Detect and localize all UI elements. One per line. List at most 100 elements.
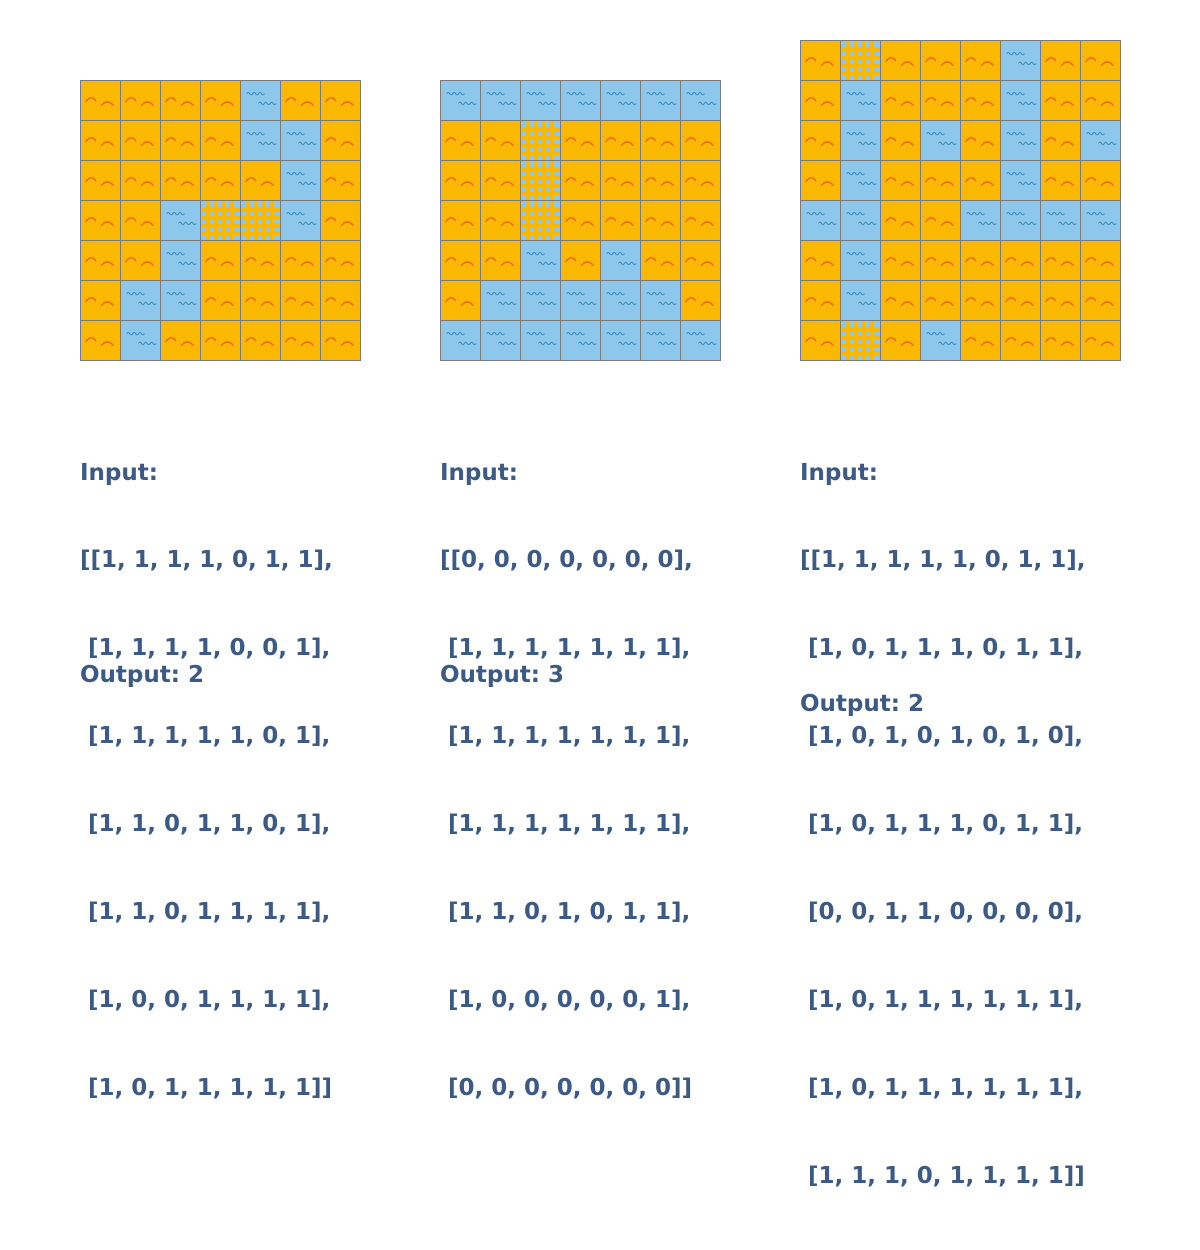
matrix-line: [1, 0, 1, 1, 1, 1, 1]] [80, 1074, 333, 1101]
water-cell [121, 281, 160, 320]
land-cell [321, 201, 360, 240]
grid-example-3 [800, 40, 1121, 361]
land-cell [81, 321, 120, 360]
water-cell [801, 201, 840, 240]
matrix-line: [1, 1, 1, 1, 1, 1, 1], [440, 635, 691, 662]
land-cell [881, 161, 920, 200]
land-cell [321, 281, 360, 320]
water-cell [921, 321, 960, 360]
land-cell [1041, 281, 1080, 320]
land-cell [961, 121, 1000, 160]
land-cell [201, 121, 240, 160]
land-cell [161, 321, 200, 360]
land-cell [1081, 41, 1120, 80]
land-cell [161, 121, 200, 160]
water-cell [841, 81, 880, 120]
land-cell [1041, 241, 1080, 280]
water-cell [841, 281, 880, 320]
water-cell [481, 321, 520, 360]
water-cell [961, 201, 1000, 240]
matrix-line: [1, 0, 0, 1, 1, 1, 1], [80, 986, 331, 1013]
land-cell [1081, 321, 1120, 360]
land-cell [481, 161, 520, 200]
land-cell [1081, 161, 1120, 200]
input-label: Input: [440, 459, 518, 486]
land-cell [201, 161, 240, 200]
input-matrix-text-example-1: Input: [[1, 1, 1, 1, 0, 1, 1], [1, 1, 1,… [80, 400, 333, 1162]
water-cell [601, 321, 640, 360]
output-text-example-2: Output: 3 [440, 662, 564, 688]
land-cell [561, 161, 600, 200]
highlighted-cell [841, 41, 880, 80]
water-cell [841, 161, 880, 200]
water-cell [1001, 41, 1040, 80]
matrix-line: [[1, 1, 1, 1, 0, 1, 1], [80, 547, 333, 574]
matrix-line: [1, 1, 1, 1, 0, 0, 1], [80, 635, 331, 662]
input-matrix-text-example-2: Input: [[0, 0, 0, 0, 0, 0, 0], [1, 1, 1,… [440, 400, 693, 1162]
land-cell [441, 241, 480, 280]
water-cell [561, 81, 600, 120]
water-cell [481, 81, 520, 120]
water-cell [561, 321, 600, 360]
land-cell [1041, 321, 1080, 360]
water-cell [681, 81, 720, 120]
land-cell [1001, 241, 1040, 280]
land-cell [121, 201, 160, 240]
land-cell [881, 81, 920, 120]
land-cell [561, 201, 600, 240]
water-cell [561, 281, 600, 320]
land-cell [1041, 121, 1080, 160]
matrix-line: [1, 1, 0, 1, 0, 1, 1], [440, 899, 691, 926]
land-cell [441, 161, 480, 200]
land-cell [241, 321, 280, 360]
water-cell [601, 281, 640, 320]
land-cell [201, 241, 240, 280]
land-cell [961, 161, 1000, 200]
land-cell [801, 81, 840, 120]
land-cell [681, 281, 720, 320]
water-cell [281, 121, 320, 160]
matrix-line: [1, 1, 1, 1, 1, 1, 1], [440, 723, 691, 750]
land-cell [481, 121, 520, 160]
matrix-line: [1, 1, 1, 1, 1, 1, 1], [440, 811, 691, 838]
land-cell [921, 41, 960, 80]
water-cell [841, 241, 880, 280]
land-cell [1001, 281, 1040, 320]
land-cell [241, 281, 280, 320]
land-cell [801, 121, 840, 160]
land-cell [601, 201, 640, 240]
land-cell [241, 241, 280, 280]
land-cell [321, 241, 360, 280]
water-cell [841, 201, 880, 240]
highlighted-cell [521, 201, 560, 240]
land-cell [1081, 281, 1120, 320]
land-cell [201, 321, 240, 360]
land-cell [681, 121, 720, 160]
land-cell [281, 281, 320, 320]
land-cell [1081, 241, 1120, 280]
land-cell [1041, 81, 1080, 120]
land-cell [281, 81, 320, 120]
water-cell [281, 161, 320, 200]
land-cell [961, 321, 1000, 360]
land-cell [81, 241, 120, 280]
water-cell [641, 281, 680, 320]
land-cell [921, 241, 960, 280]
matrix-line: [1, 0, 1, 1, 1, 1, 1, 1], [800, 986, 1084, 1013]
matrix-line: [1, 0, 0, 0, 0, 0, 1], [440, 986, 691, 1013]
land-cell [201, 81, 240, 120]
water-cell [1081, 121, 1120, 160]
highlighted-cell [521, 121, 560, 160]
land-cell [641, 121, 680, 160]
water-cell [1001, 201, 1040, 240]
water-cell [921, 121, 960, 160]
land-cell [921, 201, 960, 240]
water-cell [641, 81, 680, 120]
land-cell [81, 281, 120, 320]
water-cell [1001, 81, 1040, 120]
water-cell [601, 81, 640, 120]
land-cell [961, 41, 1000, 80]
land-cell [481, 241, 520, 280]
land-cell [801, 321, 840, 360]
land-cell [121, 161, 160, 200]
